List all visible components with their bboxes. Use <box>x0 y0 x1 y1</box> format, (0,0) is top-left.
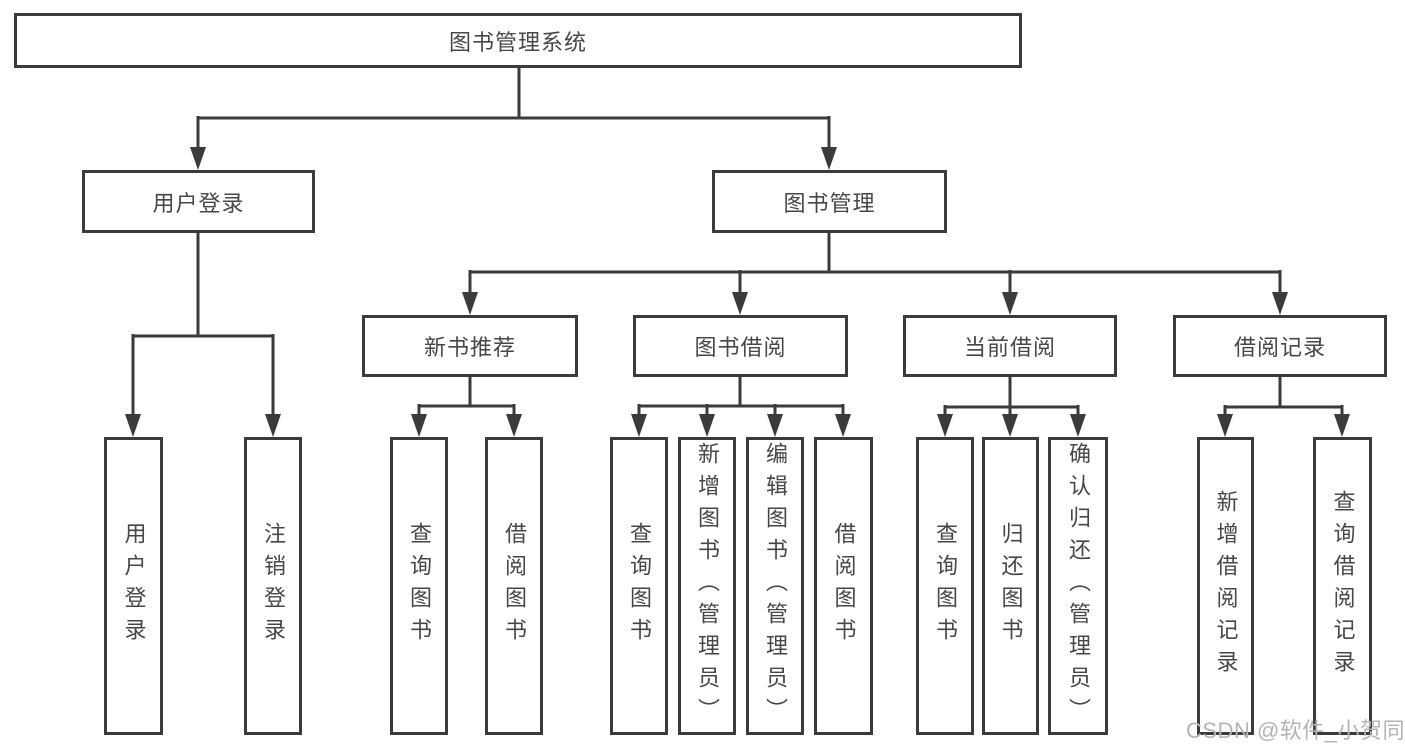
leaf-label: 编辑图书（管理员） <box>763 442 788 730</box>
node-library-management-system: 图书管理系统 <box>14 13 1022 68</box>
node-book-management: 图书管理 <box>712 170 947 233</box>
leaf-label: 新增图书（管理员） <box>695 442 720 730</box>
leaf-label: 借阅图书 <box>502 522 527 650</box>
leaf-current-return-books: 归还图书 <box>982 437 1039 735</box>
node-label: 图书管理 <box>783 190 876 216</box>
leaf-label: 查询借阅记录 <box>1330 490 1356 682</box>
node-current-borrowing: 当前借阅 <box>903 315 1117 377</box>
leaf-label: 查询图书 <box>407 522 432 650</box>
leaf-current-query-books: 查询图书 <box>916 437 974 735</box>
leaf-records-query-borrow-record: 查询借阅记录 <box>1313 437 1372 735</box>
node-new-book-recommend: 新书推荐 <box>362 315 578 377</box>
node-label: 图书管理系统 <box>448 29 587 55</box>
leaf-label: 查询图书 <box>933 522 958 650</box>
leaf-label: 查询图书 <box>627 522 652 650</box>
leaf-label: 借阅图书 <box>831 522 857 650</box>
csdn-watermark: CSDN @软件_小贺同学 <box>1186 718 1405 743</box>
node-label: 当前借阅 <box>963 335 1056 360</box>
node-user-login-group: 用户登录 <box>82 170 315 233</box>
node-label: 新书推荐 <box>423 335 516 360</box>
leaf-borrowing-borrow-books: 借阅图书 <box>814 437 873 735</box>
leaf-borrowing-query-books: 查询图书 <box>610 437 668 735</box>
leaf-records-add-borrow-record: 新增借阅记录 <box>1197 437 1254 735</box>
node-label: 图书借阅 <box>694 335 787 360</box>
leaf-label: 用户登录 <box>121 522 147 650</box>
leaf-newrec-query-books: 查询图书 <box>390 437 448 735</box>
leaf-borrowing-add-books-admin: 新增图书（管理员） <box>678 437 736 735</box>
node-label: 借阅记录 <box>1233 335 1326 360</box>
leaf-current-confirm-return-admin: 确认归还（管理员） <box>1048 437 1108 735</box>
leaf-label: 归还图书 <box>998 522 1024 650</box>
leaf-borrowing-edit-books-admin: 编辑图书（管理员） <box>746 437 804 735</box>
node-book-borrowing: 图书借阅 <box>633 315 848 377</box>
leaf-label: 新增借阅记录 <box>1213 490 1239 682</box>
node-label: 用户登录 <box>152 190 245 216</box>
leaf-label: 注销登录 <box>261 522 286 650</box>
node-borrowing-records: 借阅记录 <box>1173 315 1387 377</box>
leaf-label: 确认归还（管理员） <box>1066 442 1091 730</box>
leaf-logout: 注销登录 <box>244 437 302 735</box>
leaf-newrec-borrow-books: 借阅图书 <box>485 437 543 735</box>
leaf-user-login: 用户登录 <box>104 437 163 735</box>
